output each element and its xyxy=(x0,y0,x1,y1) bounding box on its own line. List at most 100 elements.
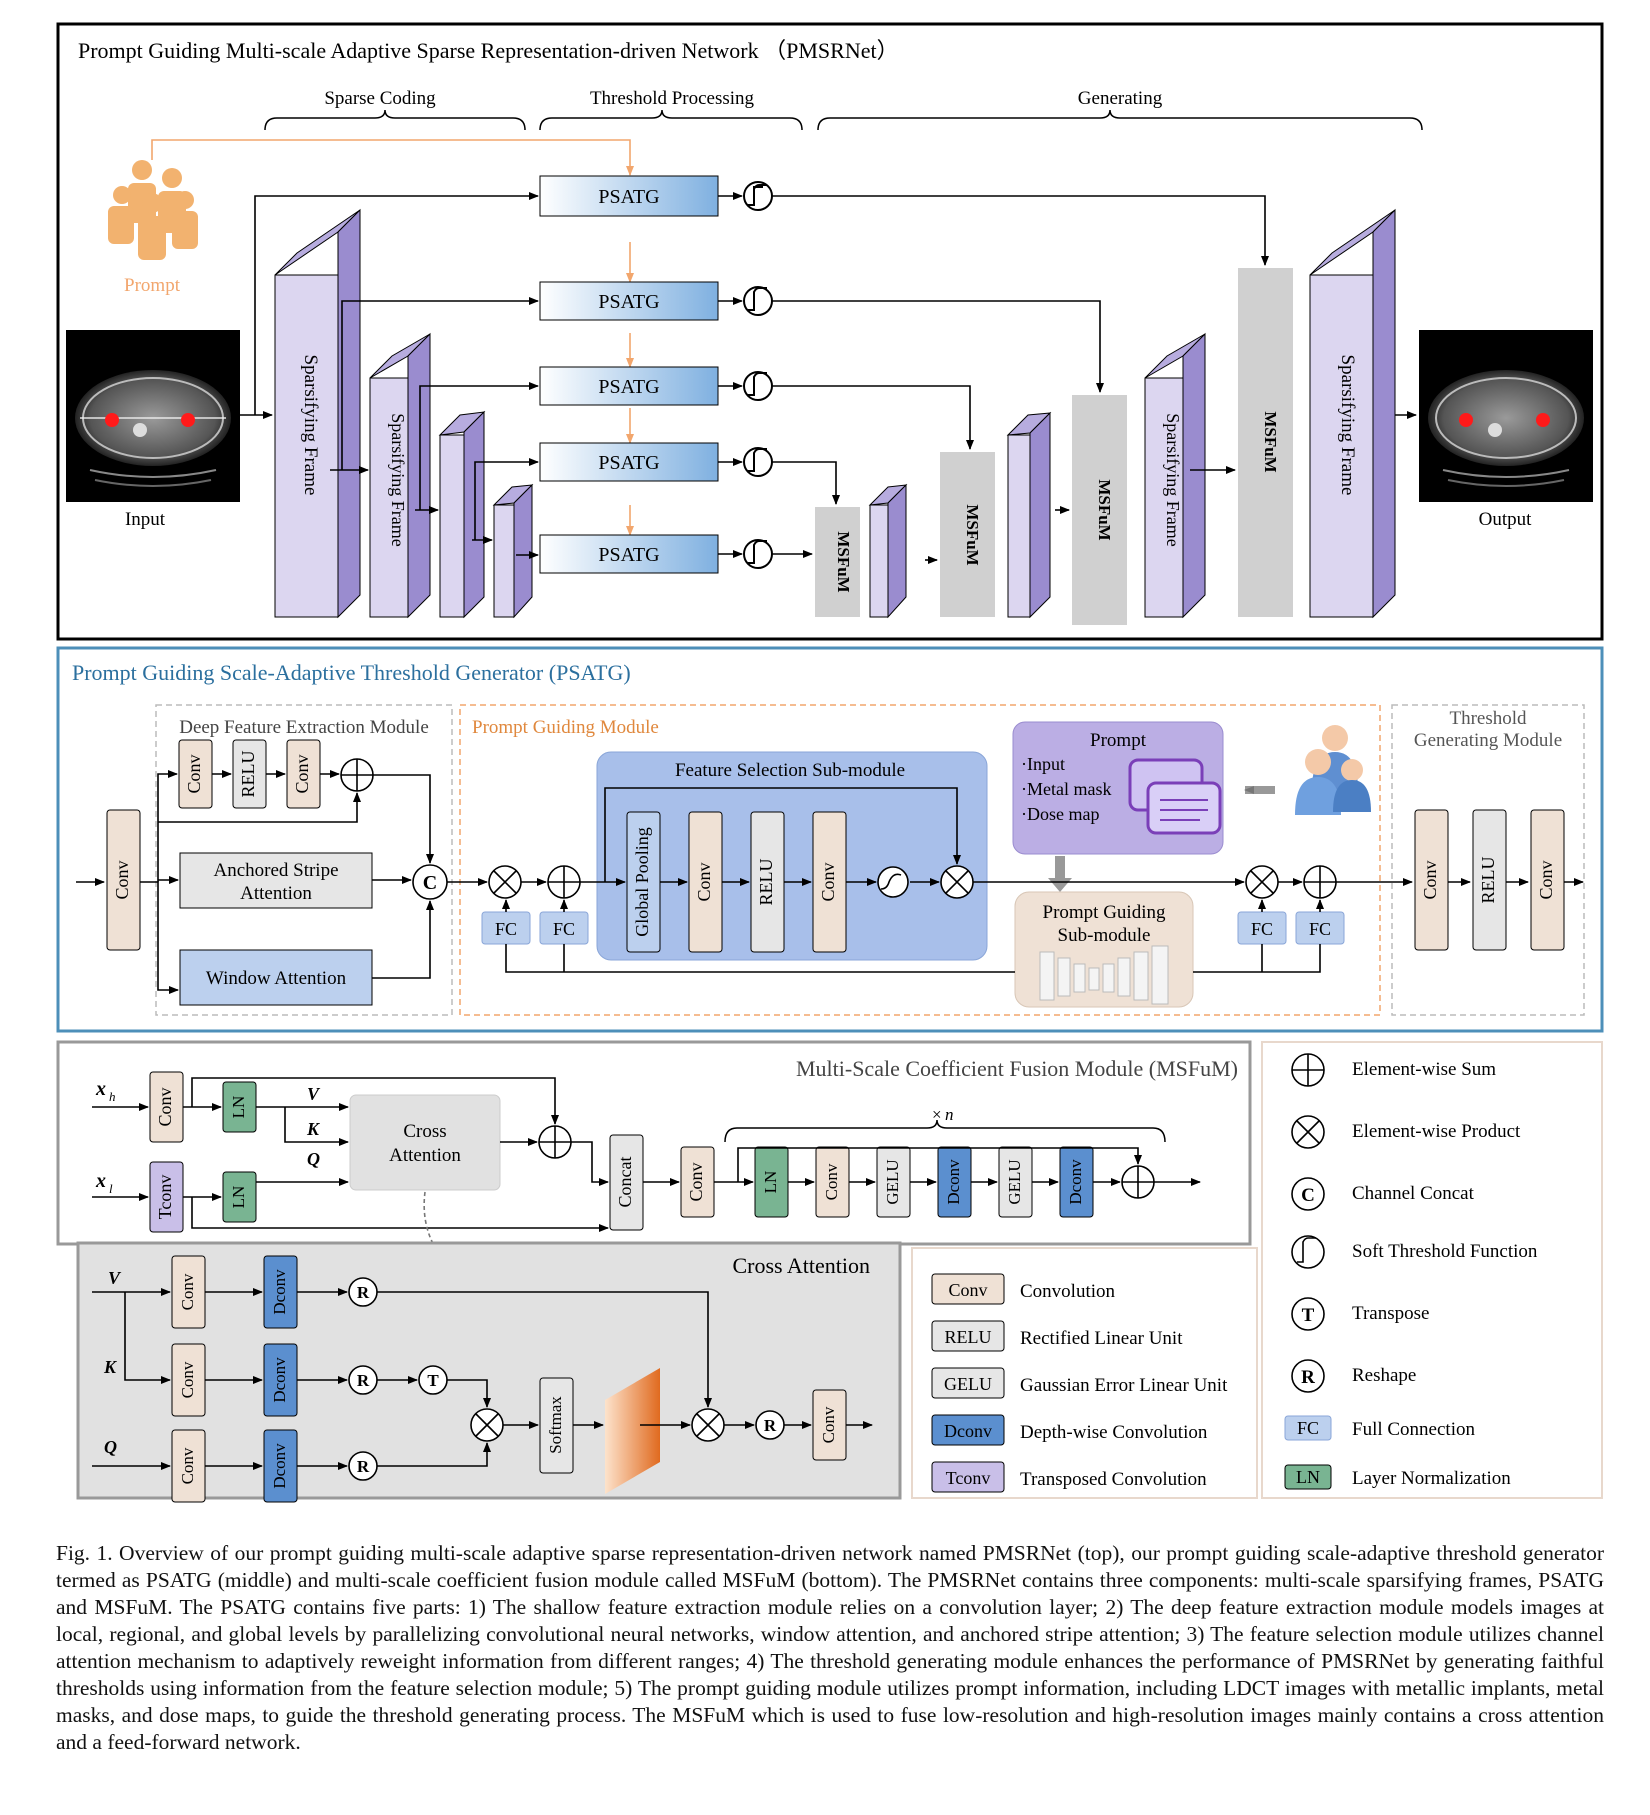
msf-v-label: V xyxy=(307,1084,321,1104)
cross-attention-detail-panel xyxy=(76,1241,902,1500)
legend-fc-swatch xyxy=(1284,1415,1332,1441)
ca-conv-v-label: Conv xyxy=(178,1273,197,1310)
legend-gelu-abbr: GELU xyxy=(944,1374,992,1394)
deep-feature-frame xyxy=(155,704,453,1016)
stage-braces xyxy=(264,109,1423,131)
msfum-block-1-label: MSFuM xyxy=(834,531,853,592)
reshape-icon-k-label: R xyxy=(357,1371,370,1390)
psatg-panel: Prompt Guiding Scale-Adaptive Threshold … xyxy=(56,646,1604,1033)
cross-attention-detail-arrow xyxy=(423,1191,446,1263)
tg-conv-1 xyxy=(1414,809,1449,951)
ffn-gelu-1-label: GELU xyxy=(883,1159,902,1204)
msf-k-label: K xyxy=(306,1119,321,1139)
soft-threshold-icon-3 xyxy=(743,371,773,401)
msfum-block-4-label: MSFuM xyxy=(1261,411,1280,472)
decoder-frame-small-2 xyxy=(1006,411,1052,619)
prompt-label: Prompt xyxy=(124,275,181,296)
ffn-gelu-2-label: GELU xyxy=(1005,1159,1024,1204)
legend-ln-swatch-label: LN xyxy=(1296,1467,1320,1487)
msfum-connectors xyxy=(92,1077,1201,1232)
legend-conv-swatch xyxy=(931,1273,1005,1305)
legend-conv-abbr: Conv xyxy=(948,1280,987,1300)
window-attention-label: Window Attention xyxy=(206,968,347,989)
psatg-box-2-label: PSATG xyxy=(598,291,659,313)
tg-relu-label: RELU xyxy=(1478,857,1498,904)
msf-sum-icon-1 xyxy=(538,1125,572,1159)
cross-attention-label-1: Cross xyxy=(403,1121,446,1142)
deep-feature-title: Deep Feature Extraction Module xyxy=(179,717,429,738)
dfe-sum-icon xyxy=(340,758,374,792)
psatg-box-1-label: PSATG xyxy=(598,186,659,208)
psatg-box-5-label: PSATG xyxy=(598,544,659,566)
legend-dconv-swatch xyxy=(931,1414,1005,1446)
psatg-box-3 xyxy=(539,366,719,406)
threshold-title-2: Generating Module xyxy=(1414,730,1562,751)
attention-map-icon xyxy=(605,1368,660,1494)
reshape-icon-q-label: R xyxy=(357,1457,370,1476)
input-ct-image xyxy=(66,330,240,502)
concat-icon-label: C xyxy=(423,872,437,894)
prompt-sub-title-1: Prompt Guiding xyxy=(1043,902,1166,923)
msf-sum-icon-2 xyxy=(1121,1165,1155,1199)
ffn-dconv-1-label: Dconv xyxy=(944,1159,963,1205)
msf-conv-2-label: Conv xyxy=(686,1162,706,1201)
msfum-block-3 xyxy=(1072,395,1127,625)
svg-text:n: n xyxy=(945,1105,954,1124)
svg-text:×: × xyxy=(932,1105,942,1124)
decoder-sparsifying-frame-1 xyxy=(1309,208,1396,619)
legend-product-text: Element-wise Product xyxy=(1352,1121,1521,1142)
ffn-ln-label: LN xyxy=(761,1171,780,1194)
soft-threshold-icon-2 xyxy=(743,286,773,316)
ca-conv-out-label: Conv xyxy=(819,1406,838,1443)
fc-box-2-label: FC xyxy=(553,919,575,939)
ca-dconv-q-label: Dconv xyxy=(270,1443,289,1489)
fs-relu-label: RELU xyxy=(756,859,776,906)
xl-label: x l xyxy=(95,1170,113,1196)
psatg-product-icon-1 xyxy=(488,865,522,899)
sparsifying-frame-1 xyxy=(274,208,361,619)
legend-gelu-desc: Gaussian Error Linear Unit xyxy=(1020,1375,1228,1396)
msf-ln-l xyxy=(222,1171,257,1223)
ca-connectors xyxy=(92,1288,873,1470)
fc-box-1-label: FC xyxy=(495,919,517,939)
legend-reshape-icon-label: R xyxy=(1301,1367,1315,1388)
legend-reshape-icon xyxy=(1291,1359,1325,1393)
cross-attention-label-2: Attention xyxy=(389,1145,461,1166)
legend-reshape-text: Reshape xyxy=(1352,1365,1416,1386)
decoder-sparsifying-frame-2 xyxy=(1144,332,1206,619)
prompt-item-dose-map: ·Dose map xyxy=(1021,804,1099,824)
psatg-sum-icon-2 xyxy=(1303,865,1337,899)
pmsrnet-title: Prompt Guiding Multi-scale Adaptive Spar… xyxy=(78,38,899,63)
ca-product-icon-2 xyxy=(691,1408,725,1442)
legend-conv-desc: Convolution xyxy=(1020,1281,1116,1302)
legend-concat-icon-label: C xyxy=(1301,1185,1315,1206)
svg-text:x: x xyxy=(95,1078,106,1100)
chat-bubble-icon xyxy=(1128,758,1222,835)
fc-box-4-label: FC xyxy=(1309,919,1331,939)
legend-transpose-icon xyxy=(1291,1297,1325,1331)
threshold-title-1: Threshold xyxy=(1449,708,1527,729)
legend-soft-threshold-text: Soft Threshold Function xyxy=(1352,1241,1538,1262)
msf-concat-label: Concat xyxy=(615,1157,635,1208)
soft-threshold-icon-1 xyxy=(743,181,773,211)
prompt-guiding-frame xyxy=(459,704,1381,1016)
prompt-lines xyxy=(151,139,634,536)
transpose-icon-label: T xyxy=(427,1371,439,1390)
dfe-relu-label: RELU xyxy=(238,751,258,798)
ca-dconv-v-label: Dconv xyxy=(270,1269,289,1315)
soft-threshold-icon-4 xyxy=(743,447,773,477)
svg-text:x: x xyxy=(95,1170,106,1192)
times-n-label: × n xyxy=(932,1105,954,1124)
psatg-input-conv-label: Conv xyxy=(112,860,132,899)
ca-k-label: K xyxy=(103,1357,118,1377)
legend-dconv-abbr: Dconv xyxy=(944,1421,992,1441)
msfum-block-2-label: MSFuM xyxy=(963,504,982,565)
ca-v-label: V xyxy=(108,1268,122,1288)
fc-box-3-label: FC xyxy=(1251,919,1273,939)
legend-panel: C T R FC LN Element-wise Sum Element-wis… xyxy=(911,1041,1603,1499)
psatg-connectors xyxy=(76,770,1584,994)
decoder-sparsifying-frame-1-label: Sparsifying Frame xyxy=(1337,355,1358,496)
ca-q-label: Q xyxy=(104,1437,117,1457)
msf-ln-l-label: LN xyxy=(229,1186,248,1209)
tg-relu xyxy=(1472,809,1507,951)
